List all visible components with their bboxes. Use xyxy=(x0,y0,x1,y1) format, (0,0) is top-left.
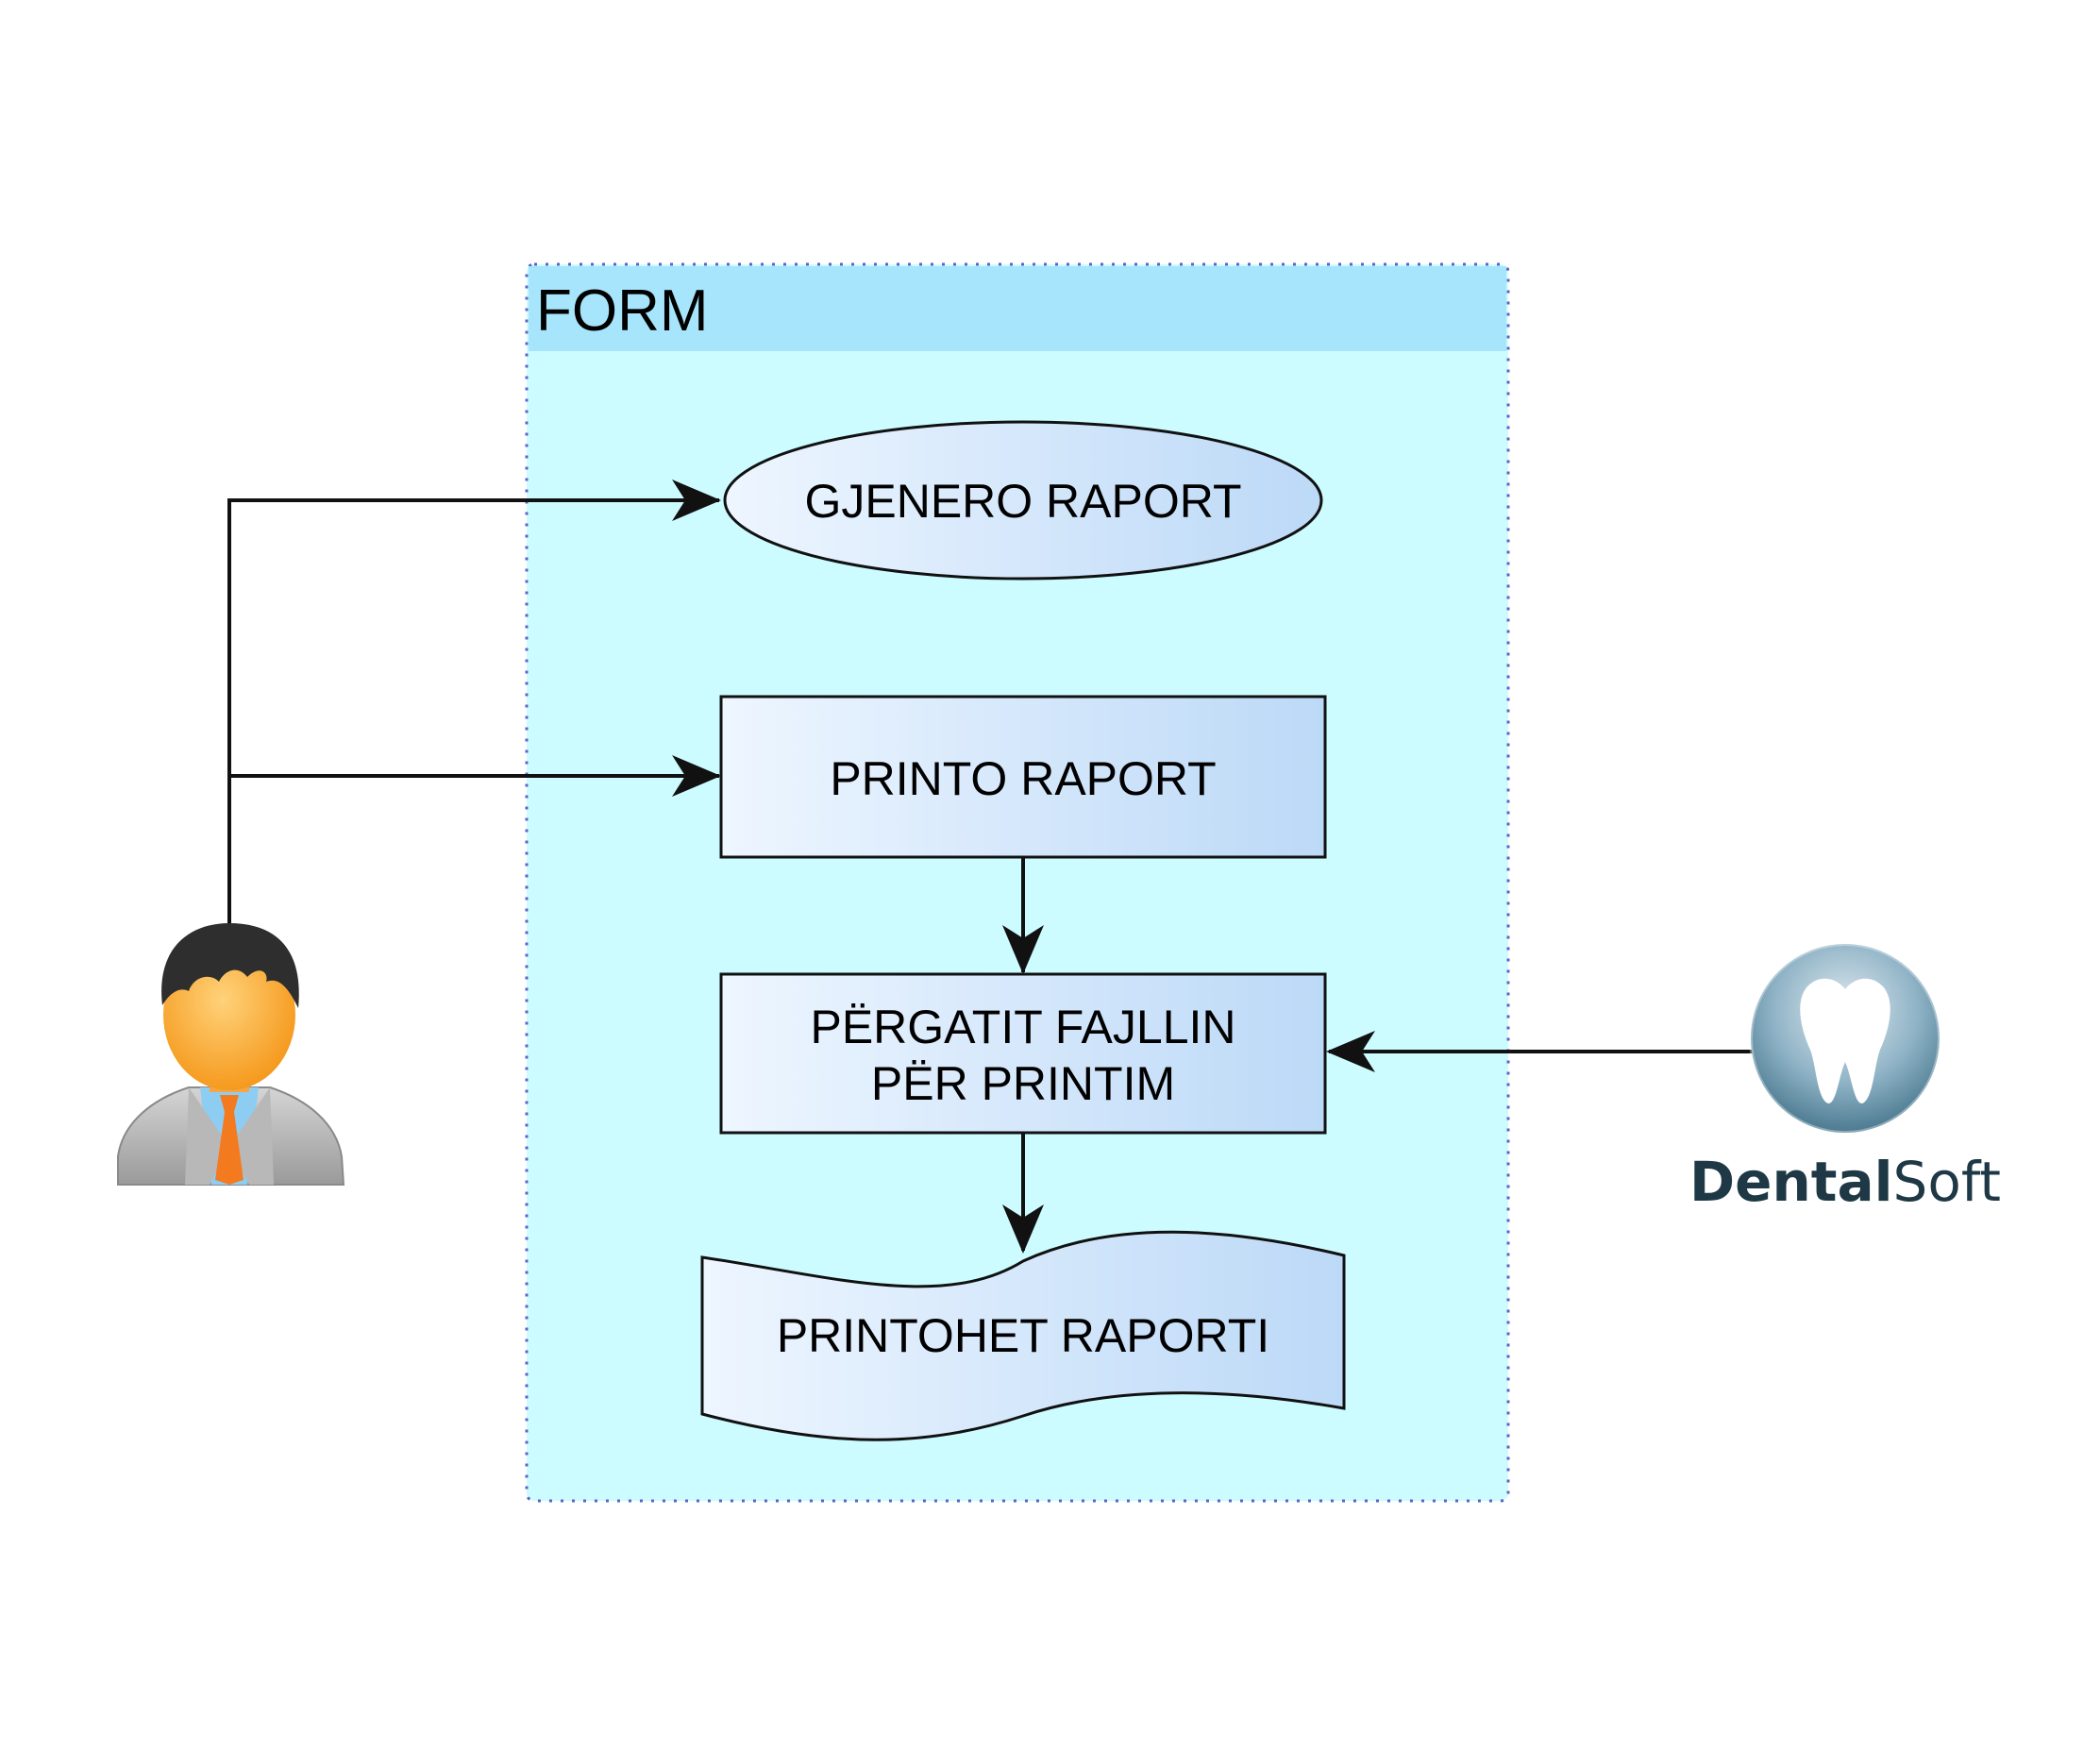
generate-report-node[interactable]: GJENERO RAPORT xyxy=(723,420,1323,581)
connectors xyxy=(227,498,1757,1251)
dentalsoft-logo[interactable]: DentalSoft xyxy=(1689,942,2001,1214)
report-printed-node[interactable]: PRINTOHET RAPORTI xyxy=(700,1230,1346,1441)
arrowhead-printed xyxy=(1002,1204,1044,1254)
print-report-label: PRINTO RAPORT xyxy=(830,752,1216,805)
arrowhead-print xyxy=(672,755,721,797)
user-avatar-icon[interactable] xyxy=(117,923,345,1186)
prepare-file-node[interactable]: PËRGATIT FAJLLIN PËR PRINTIM xyxy=(719,972,1327,1135)
prepare-file-label-line2: PËR PRINTIM xyxy=(871,1057,1175,1110)
tooth-icon xyxy=(1800,978,1890,1103)
user-to-generate-connector xyxy=(227,498,719,930)
arrowhead-from-system xyxy=(1326,1031,1375,1072)
dentalsoft-wordmark: DentalSoft xyxy=(1689,1150,2001,1214)
form-container: FORM xyxy=(525,262,1510,1503)
dentalsoft-name-part1: Dental xyxy=(1689,1150,1893,1214)
arrowhead-prepare xyxy=(1002,925,1044,974)
form-title: FORM xyxy=(536,278,709,344)
print-report-node[interactable]: PRINTO RAPORT xyxy=(719,695,1327,859)
prepare-file-label-line1: PËRGATIT FAJLLIN xyxy=(810,1001,1235,1053)
generate-report-label: GJENERO RAPORT xyxy=(804,475,1241,528)
dentalsoft-name-part2: Soft xyxy=(1893,1150,2001,1214)
arrowheads xyxy=(672,480,1375,1254)
arrowhead-generate xyxy=(672,480,721,521)
report-printed-label: PRINTOHET RAPORTI xyxy=(777,1309,1269,1362)
